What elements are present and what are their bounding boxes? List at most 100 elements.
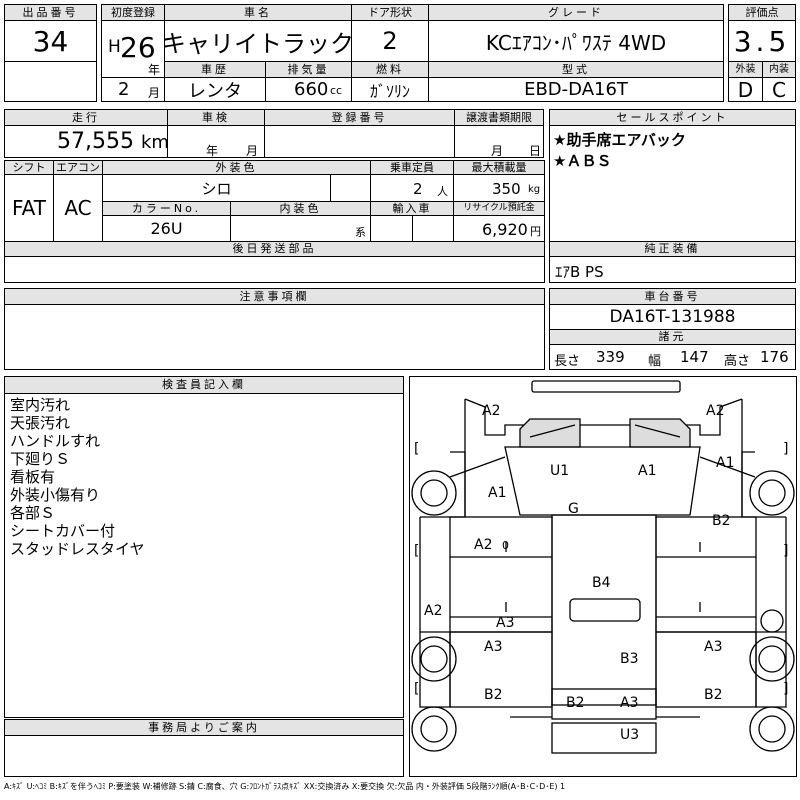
- model-value: EBD-DA16T: [428, 77, 724, 102]
- recycle-unit: 円: [530, 225, 541, 238]
- mileage-header: 走行: [4, 109, 168, 126]
- later-parts-header: 後日発送部品: [4, 241, 545, 257]
- mark-door-left: A1: [488, 485, 507, 501]
- width-value: 147: [680, 348, 709, 366]
- mark-bed-b3: B3: [620, 651, 639, 667]
- note-line: 天張汚れ: [10, 414, 71, 432]
- color-header: 外装色: [102, 160, 371, 175]
- aircon-value: AC: [53, 174, 103, 242]
- later-parts-box: [4, 256, 545, 283]
- mark-cab-u1: U1: [550, 463, 570, 479]
- note-line: 看板有: [10, 468, 56, 486]
- car-name-value: キャリイトラック: [164, 20, 352, 62]
- inspection-cell: 年 月: [167, 125, 265, 158]
- mark-side-right-upper: B2: [712, 513, 731, 529]
- specs-header: 諸元: [549, 329, 796, 345]
- door-value: 2: [351, 20, 429, 62]
- color-no-header: カラーNo.: [102, 201, 231, 216]
- history-value: レンタ: [164, 77, 266, 102]
- mark-side-left-mid: A2: [424, 603, 443, 619]
- exterior-header: 外装: [728, 61, 763, 78]
- mark-rear-left-a3: A3: [484, 639, 503, 655]
- int-color-cell: 系: [230, 215, 371, 242]
- truck-outline-drawing: [411, 380, 795, 754]
- vehicle-diagram: A2 A2 [ ] A1 U1 A1 A1 G B2 A2 0 [ ] B4 A…: [409, 376, 797, 777]
- sales-point-2: ★ＡＢＳ: [553, 152, 612, 170]
- mileage-value: 57,555: [57, 129, 134, 154]
- specs-box: 長さ 339 幅 147 高さ 176: [549, 344, 796, 370]
- note-line: 下廻りＳ: [10, 450, 71, 468]
- capacity-header: 乗車定員: [370, 160, 454, 175]
- color-value: シロ: [102, 174, 331, 202]
- note-line: 室内汚れ: [10, 396, 71, 414]
- capacity-cell: 2 人: [370, 174, 454, 202]
- recycle-value: 6,920: [482, 220, 528, 239]
- note-line: スタッドレスタイヤ: [10, 540, 145, 558]
- grade-value: KCｴｱｺﾝ･ﾊﾟﾜｽﾃ 4WD: [428, 20, 724, 62]
- mark-roof: G: [568, 501, 579, 517]
- lot-no-blank: [4, 61, 97, 102]
- chassis-value: DA16T-131988: [549, 304, 796, 330]
- mileage-unit: km: [141, 132, 169, 153]
- width-label: 幅: [648, 354, 662, 369]
- mark-bracket-left-2: [: [414, 543, 420, 559]
- capacity-unit: 人: [437, 185, 448, 198]
- score-header: 評価点: [728, 4, 796, 21]
- exterior-grade: D: [728, 77, 763, 102]
- inspector-header: 検査員記入欄: [4, 376, 404, 394]
- office-box: [4, 735, 404, 777]
- era-label: H: [108, 37, 121, 57]
- interior-grade: C: [762, 77, 796, 102]
- recycle-cell: 6,920 円: [453, 215, 545, 242]
- mark-cab-a1: A1: [638, 463, 657, 479]
- transfer-cell: 月 日: [454, 125, 544, 158]
- reg-year: 26: [120, 31, 156, 64]
- caution-header: 注意事項欄: [4, 288, 545, 305]
- model-header: 型式: [428, 61, 724, 78]
- mark-front-right: A2: [706, 403, 725, 419]
- sales-point-1: ★助手席エアバック: [553, 131, 686, 149]
- import-cell-1: [370, 215, 413, 242]
- color-extra: [330, 174, 371, 202]
- mark-rear-right-a3: A3: [704, 639, 723, 655]
- max-load-unit: kg: [528, 184, 541, 195]
- score-value: 3.5: [728, 20, 796, 62]
- mark-door-right: A1: [716, 455, 735, 471]
- int-color-header: 内装色: [230, 201, 371, 216]
- mark-bracket-left: [: [414, 441, 420, 457]
- length-value: 339: [596, 348, 625, 366]
- mark-bed: B4: [592, 575, 611, 591]
- import-cell-2: [412, 215, 454, 242]
- height-label: 高さ: [724, 354, 751, 369]
- legend-text: A:ｷｽﾞ U:ﾍｺﾐ B:ｷｽﾞを伴うﾍｺﾐ P:要塗装 W:補修跡 S:錆 …: [4, 782, 566, 791]
- insp-month-unit: 月: [246, 144, 259, 158]
- grade-header: グレード: [428, 4, 724, 21]
- history-header: 車歴: [164, 61, 266, 78]
- car-name-header: 車名: [164, 4, 352, 21]
- mark-bumper-u3: U3: [620, 727, 640, 743]
- color-no-value: 26U: [102, 215, 231, 242]
- caution-box: [4, 304, 545, 370]
- displacement-value: 660: [294, 79, 329, 100]
- aircon-header: エアコン: [53, 160, 103, 175]
- inspection-header: 車検: [167, 109, 265, 126]
- mark-zero: 0: [502, 539, 509, 552]
- length-label: 長さ: [554, 354, 581, 369]
- inspector-box: 室内汚れ 天張汚れ ハンドルすれ 下廻りＳ 看板有 外装小傷有り 各部Ｓ シート…: [4, 393, 404, 718]
- door-header: ドア形状: [351, 4, 429, 21]
- mark-tail-b2: B2: [566, 695, 585, 711]
- sales-points-box: ★助手席エアバック ★ＡＢＳ: [549, 125, 796, 242]
- fuel-value: ｶﾞｿﾘﾝ: [351, 77, 429, 102]
- month-unit: 月: [148, 86, 161, 100]
- sales-points-header: セールスポイント: [549, 109, 796, 126]
- note-line: 外装小傷有り: [10, 486, 101, 504]
- fuel-header: 燃料: [351, 61, 429, 78]
- shift-header: シフト: [4, 160, 54, 175]
- interior-header: 内装: [762, 61, 796, 78]
- lot-no-value: 34: [4, 20, 97, 62]
- transfer-day-unit: 日: [529, 144, 542, 158]
- note-line: ハンドルすれ: [10, 432, 101, 450]
- first-reg-month-cell: 2 月: [101, 77, 165, 102]
- transfer-header: 譲渡書類期限: [454, 109, 544, 126]
- lot-no-header: 出品番号: [4, 4, 97, 21]
